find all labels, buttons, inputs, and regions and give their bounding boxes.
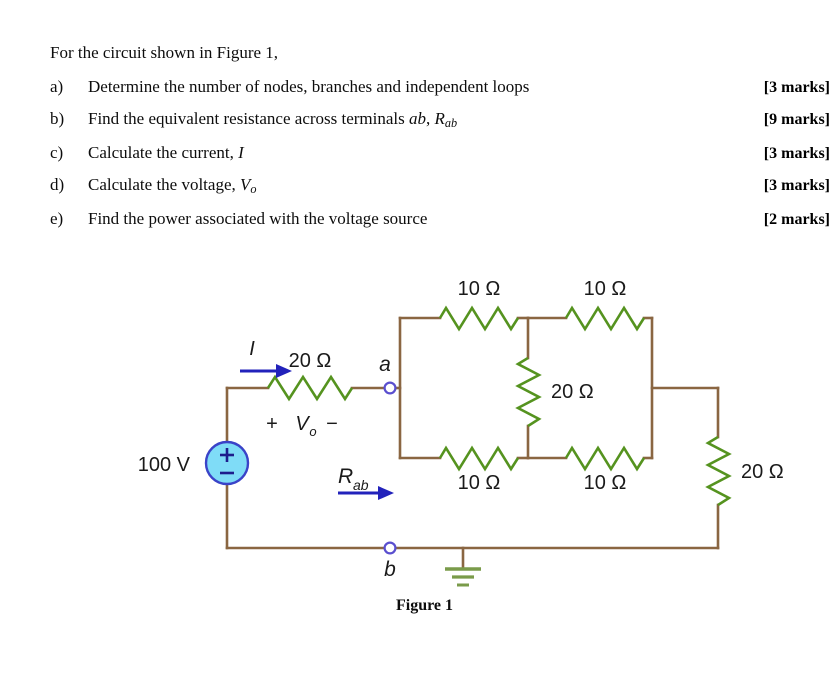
question-letter-b: b) (50, 109, 65, 128)
vo-name-label: V (295, 413, 310, 435)
question-marks-b: [9 marks] (763, 111, 830, 128)
question-text-b: Find the equivalent resistance across te… (88, 109, 458, 131)
figure-caption: Figure 1 (396, 597, 454, 614)
vo-subscript-label: o (309, 424, 316, 439)
vo-minus-label: − (326, 413, 338, 435)
resistor-bottom-left-10ohm (438, 445, 520, 472)
series-resistor-label: 20 Ω (289, 350, 332, 372)
ground-symbol (445, 567, 481, 587)
intro-line: For the circuit shown in Figure 1, (50, 43, 279, 62)
wire-network (225, 316, 720, 570)
question-row-b: b) Find the equivalent resistance across… (50, 109, 830, 131)
question-row-d: d) Calculate the voltage, Vo [3 marks] (50, 175, 830, 197)
rab-label: R (338, 465, 353, 488)
current-arrow (240, 364, 292, 378)
question-text-e: Find the power associated with the volta… (88, 209, 428, 229)
question-letter-c: c) (50, 143, 64, 163)
question-row-a: a) Determine the number of nodes, branch… (50, 77, 830, 97)
top-left-resistor-label: 10 Ω (458, 278, 501, 300)
current-label: I (249, 338, 255, 360)
circuit-diagram: 100 V I 20 Ω + V o − R ab a b 10 Ω 10 Ω … (138, 278, 784, 587)
question-marks-c: [3 marks] (763, 145, 830, 163)
bottom-right-resistor-label: 10 Ω (584, 472, 627, 494)
question-row-c: c) Calculate the current, I [3 marks] (50, 143, 830, 163)
top-right-resistor-label: 10 Ω (584, 278, 627, 300)
node-b-terminal (383, 541, 397, 555)
question-marks-a: [3 marks] (763, 79, 830, 96)
voltage-source-circle (204, 440, 250, 486)
question-row-e: e) Find the power associated with the vo… (50, 209, 830, 229)
node-a-terminal (383, 381, 397, 395)
question-text-a: Determine the number of nodes, branches … (88, 77, 530, 96)
node-b-label: b (384, 558, 396, 581)
voltage-source (204, 440, 250, 486)
resistor-series-20ohm (266, 374, 354, 402)
resistor-top-left-10ohm (438, 305, 520, 332)
current-arrow-head (276, 364, 292, 378)
middle-resistor-label: 20 Ω (551, 381, 594, 403)
vo-plus-label: + (266, 413, 278, 435)
question-marks-e: [2 marks] (763, 211, 830, 229)
rab-arrow-head (378, 486, 394, 500)
question-letter-d: d) (50, 175, 65, 195)
rab-arrow (338, 486, 394, 500)
source-value-label: 100 V (138, 454, 191, 476)
question-marks-d: [3 marks] (763, 177, 830, 195)
question-letter-a: a) (50, 77, 64, 96)
resistor-bottom-right-10ohm (564, 445, 646, 472)
resistor-right-20ohm (705, 435, 732, 507)
question-text-d: Calculate the voltage, Vo (88, 175, 257, 197)
resistor-top-right-10ohm (564, 305, 646, 332)
resistor-group (266, 305, 732, 507)
node-a-label: a (379, 353, 391, 376)
resistor-middle-20ohm (515, 356, 542, 428)
question-block: For the circuit shown in Figure 1, a) De… (50, 43, 830, 241)
rab-subscript-label: ab (353, 477, 369, 493)
circuit-figure: 100 V I 20 Ω + V o − R ab a b 10 Ω 10 Ω … (0, 265, 838, 645)
question-letter-e: e) (50, 209, 64, 229)
question-text-c: Calculate the current, I (88, 143, 244, 163)
bottom-left-resistor-label: 10 Ω (458, 472, 501, 494)
right-resistor-label: 20 Ω (741, 461, 784, 483)
